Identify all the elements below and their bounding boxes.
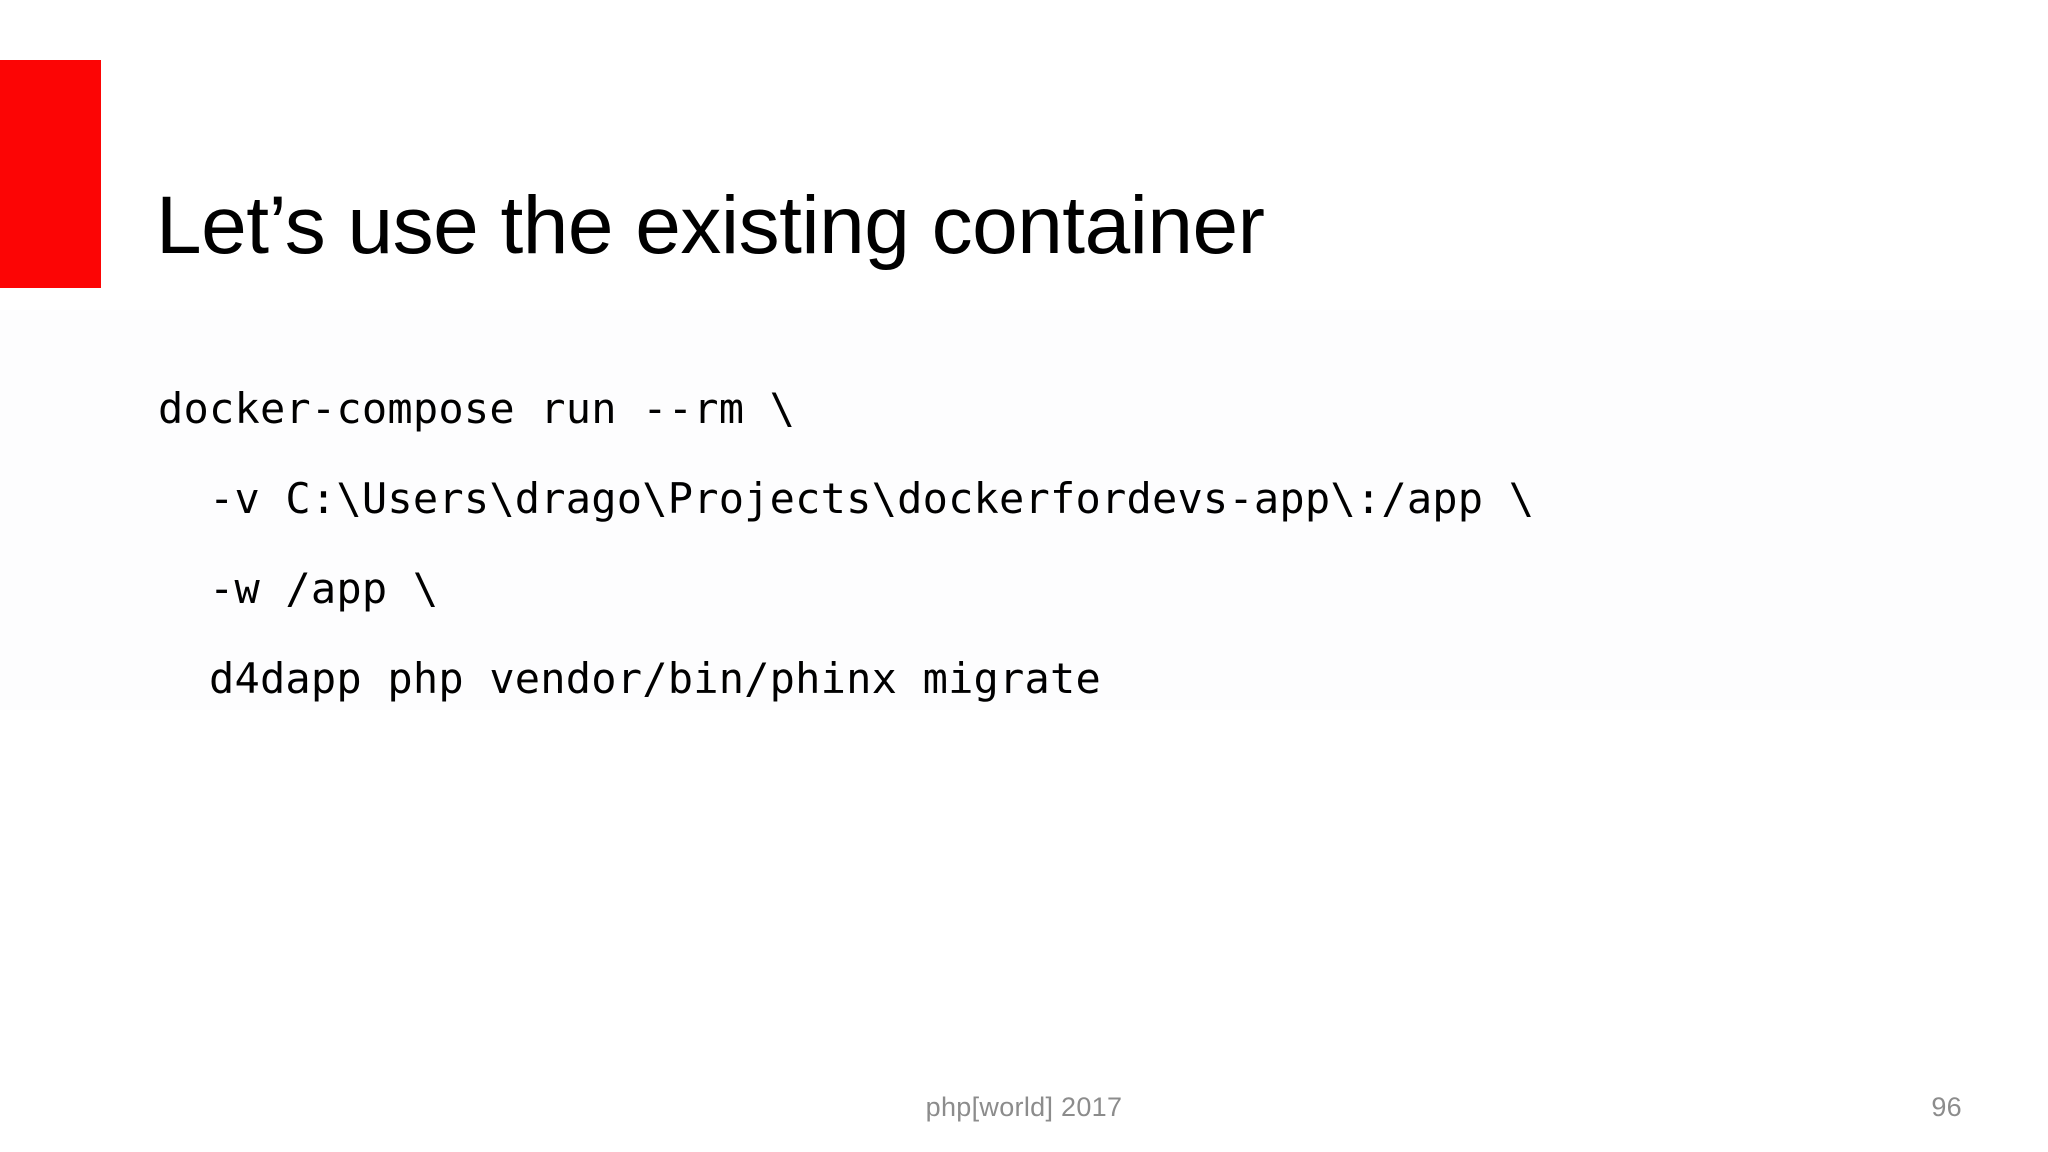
slide-footer: php[world] 2017 96 — [0, 1092, 2048, 1142]
content-background-band — [0, 310, 2048, 710]
footer-conference-label: php[world] 2017 — [925, 1092, 1123, 1122]
code-line: d4dapp php vendor/bin/phinx migrate — [158, 654, 1101, 703]
code-block: docker-compose run --rm \ -v C:\Users\dr… — [158, 364, 1978, 724]
slide-title: Let’s use the existing container — [156, 179, 1265, 271]
red-accent-block — [0, 60, 101, 288]
slide-page-number: 96 — [1931, 1092, 1962, 1122]
code-content: docker-compose run --rm \ -v C:\Users\dr… — [158, 364, 1978, 724]
code-line: -w /app \ — [158, 564, 439, 613]
code-line: -v C:\Users\drago\Projects\dockerfordevs… — [158, 474, 1535, 523]
code-line: docker-compose run --rm \ — [158, 384, 796, 433]
